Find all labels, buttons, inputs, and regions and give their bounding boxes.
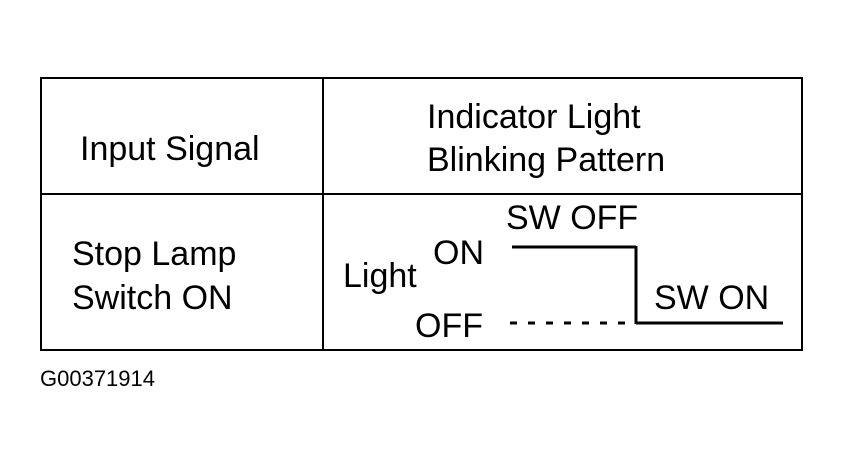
row-input-line2: Switch ON — [72, 279, 233, 317]
row-input-line1: Stop Lamp — [72, 235, 237, 273]
header-indicator-line2: Blinking Pattern — [427, 141, 666, 179]
row-divider — [42, 193, 801, 195]
figure-id: G00371914 — [40, 366, 155, 391]
signal-table: Input Signal Indicator Light Blinking Pa… — [40, 77, 803, 351]
column-divider — [322, 79, 324, 349]
header-indicator-line1: Indicator Light — [427, 98, 641, 136]
header-input-signal: Input Signal — [80, 130, 260, 168]
